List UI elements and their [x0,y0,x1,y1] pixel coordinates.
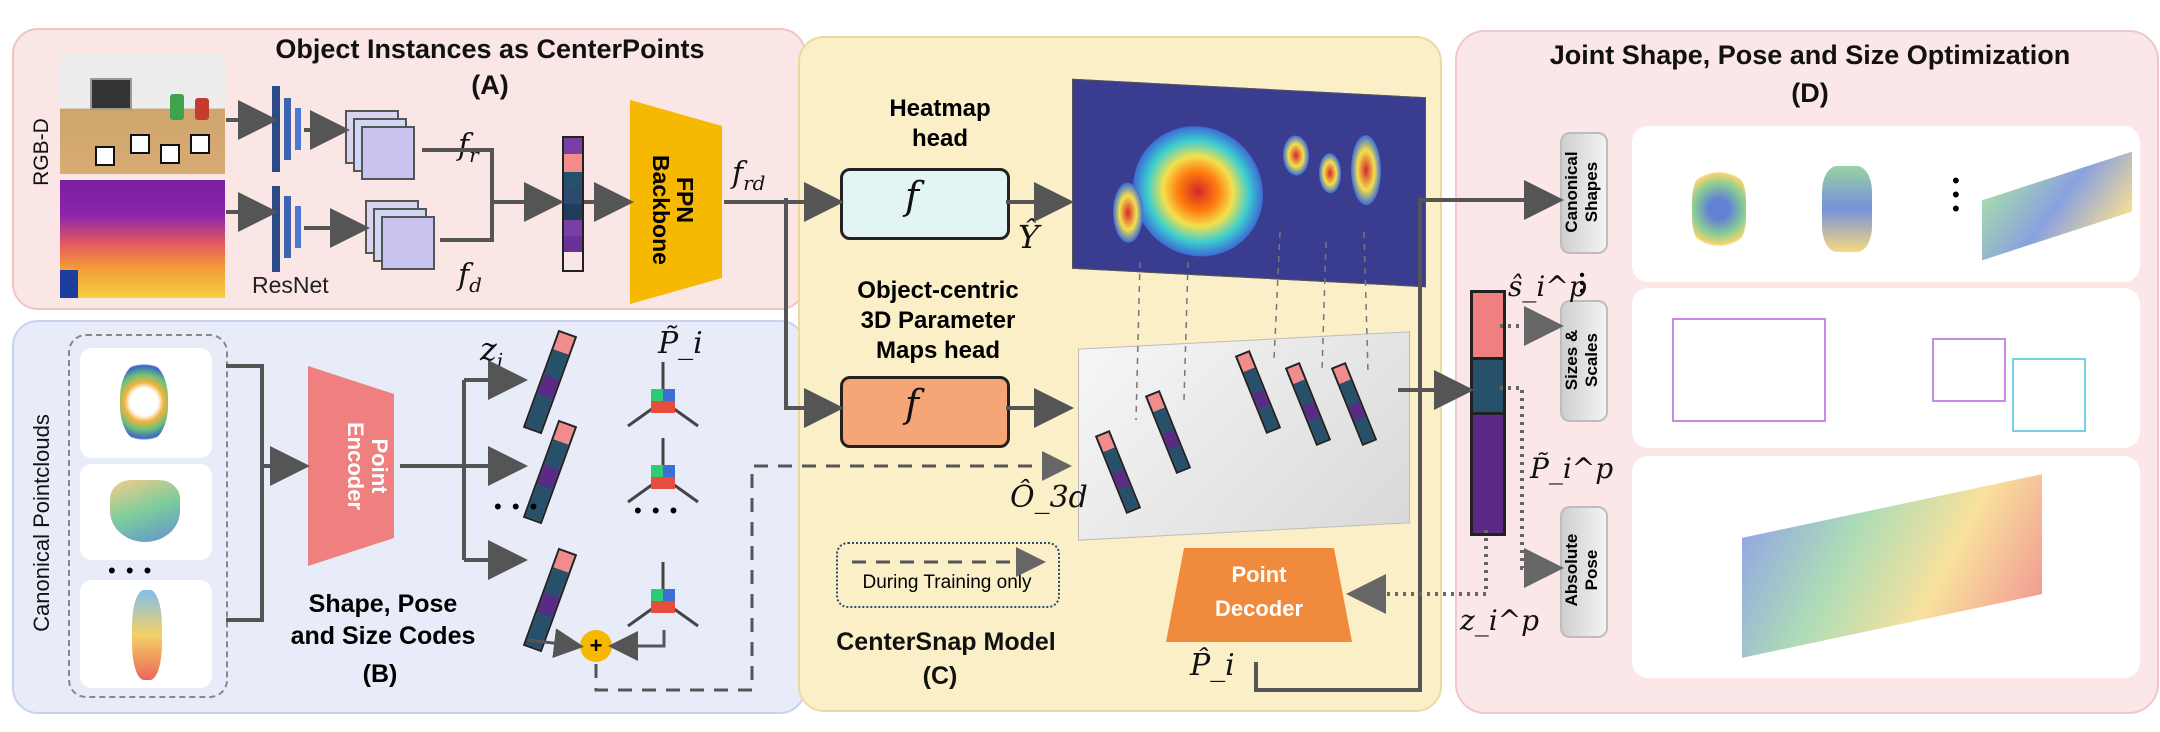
f-d-sub: d [469,273,482,297]
panel-d-title: Joint Shape, Pose and Size Optimization [1549,40,2071,70]
pose-cube-3 [627,562,699,628]
resnet-bar-5 [284,196,291,258]
result-canonical-shapes-box: ••• [1632,126,2140,282]
heatmap-f-symbol: f [905,174,920,218]
pointcloud-bottle [80,580,212,688]
resnet-bar-2 [284,98,291,160]
param-head-box [840,376,1010,448]
pose-cube-1 [627,362,699,428]
sizes-scales-pill [1560,300,1608,422]
result-sizes-scales-box [1632,288,2140,448]
s-hat-label: ŝ_i^p [1508,270,1587,303]
centersnap-model-label: CenterSnap Model [836,628,1056,656]
resnet-bar-3 [295,108,301,150]
combined-code-vector [1470,290,1506,536]
y-hat-label: Ŷ [1018,218,1040,256]
param-f-symbol: f [905,382,920,426]
pointcloud-mug [80,348,212,458]
training-legend [836,542,1060,608]
z-p-label: z_i^p [1460,604,1540,637]
pose-cube-2 [627,438,699,504]
panel-c-tag: (C) [922,662,958,690]
panel-a-tag: (A) [471,70,509,100]
f-r-sub: r [469,143,479,167]
canonical-shapes-pill [1560,132,1608,254]
depth-image [60,180,225,298]
pointcloud-bowl [80,464,212,560]
shapes-vdots: ••• [1952,168,1960,221]
p-hat-label: P̂_i [1190,648,1235,683]
o3d-hat-label: Ô_3d [1010,480,1088,515]
absolute-pose-pill [1560,506,1608,638]
resnet-bar-6 [295,206,301,248]
plus-node: + [580,630,612,662]
p-tilde-p-label: P̃_i^p [1530,452,1614,485]
p-tilde-i-label: P̃_i [658,326,703,361]
point-encoder-shape [308,366,394,566]
result-absolute-pose-box [1632,456,2140,678]
feature-stack-depth [365,200,435,270]
pose-ellipsis: • • • [634,498,680,523]
f-rd-label: frd [732,156,766,195]
panel-a-title: Object Instances as CenterPoints [275,34,705,64]
pointcloud-group-frame [68,334,228,698]
pointcloud-ellipsis: • • • [108,558,154,583]
heatmap-head-label: Heatmap head [889,95,991,152]
codes-label: Shape, Pose and Size Codes [290,590,476,650]
panel-d-tag: (D) [1791,78,1829,108]
panel-b-tag: (B) [362,660,398,688]
fpn-backbone-shape [630,100,722,304]
training-legend-text: During Training only [862,572,1032,593]
f-rd-sub: rd [743,171,766,195]
point-decoder-shape [1166,548,1352,642]
point-decoder-label: Point Decoder [1214,562,1304,621]
heatmap-head-box [840,168,1010,240]
resnet-label: ResNet [252,272,329,298]
f-r-label: fr [458,128,479,167]
param-head-label: Object-centric 3D Parameter Maps head [857,277,1019,364]
f-d-label: fd [458,258,482,297]
pill-vdots: ••• [1579,267,1585,300]
code-ellipsis: • • • [494,494,540,519]
rgb-image [60,54,225,174]
